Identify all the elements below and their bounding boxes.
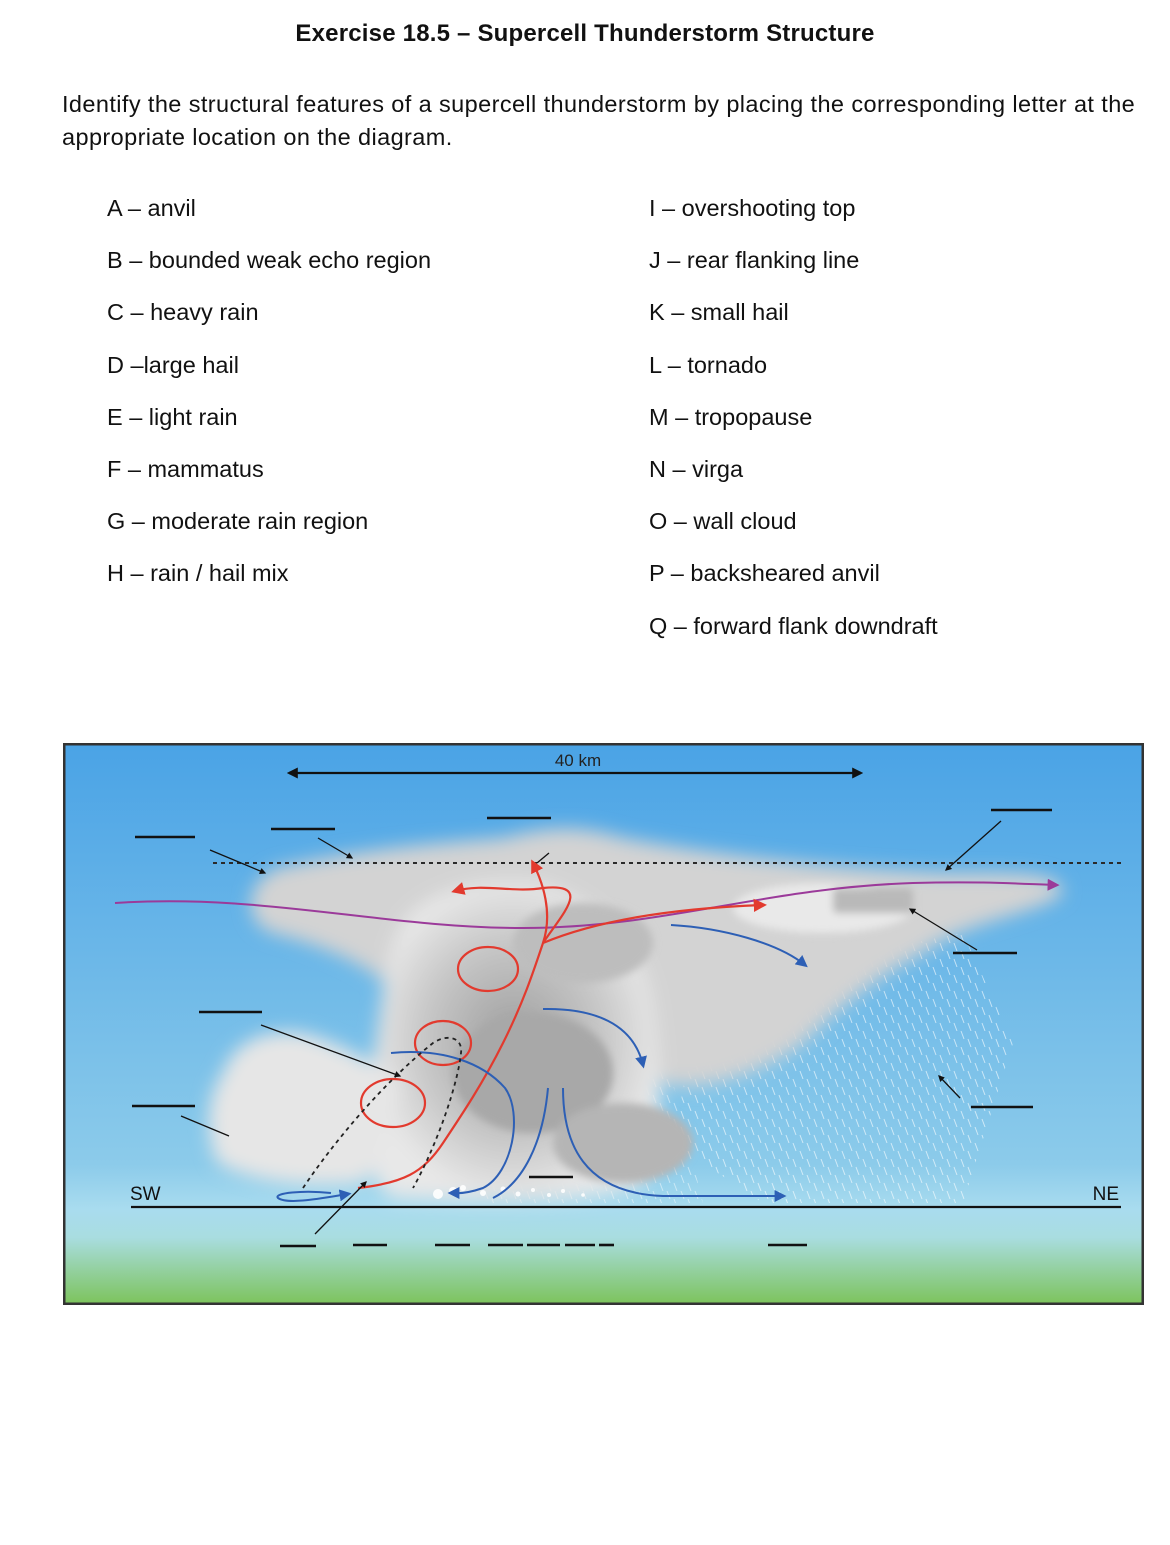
term-item: Q – forward flank downdraft [649,612,938,639]
anvil-flow-arrow [114,878,1060,930]
pointer-arrows [180,820,1002,1235]
term-item: M – tropopause [649,403,813,430]
supercell-diagram: 40 km SW NE [63,743,1144,1305]
term-item: E – light rain [107,403,238,430]
term-item: I – overshooting top [649,195,856,221]
term-item: O – wall cloud [649,508,797,535]
scale-label: 40 km [555,751,601,770]
downdraft-arrows [276,924,808,1202]
term-item: F – mammatus [107,455,264,482]
direction-ne: NE [1093,1184,1119,1205]
term-item: H – rain / hail mix [107,560,289,587]
answer-blanks [132,808,1052,1248]
term-list-left: A – anvil B – bounded weak echo region C… [107,191,431,609]
term-item: J – rear flanking line [649,247,860,274]
page-title: Exercise 18.5 – Supercell Thunderstorm S… [295,20,875,47]
diagram-frame [63,743,1144,1305]
updraft-arrows [357,859,767,1190]
term-list-right: I – overshooting top J – rear flanking l… [649,191,938,661]
instructions: Identify the structural features of a su… [62,91,1136,150]
term-item: K – small hail [649,299,789,326]
term-item: N – virga [649,455,744,482]
direction-sw: SW [130,1184,161,1205]
term-item: C – heavy rain [107,299,259,326]
term-item: P – backsheared anvil [649,560,880,587]
term-item: B – bounded weak echo region [107,247,432,274]
term-item: A – anvil [107,195,196,221]
term-item: G – moderate rain region [107,508,369,535]
wall-cloud-outline [302,1036,462,1189]
term-item: L – tornado [649,351,768,378]
term-item: D –large hail [107,351,239,378]
